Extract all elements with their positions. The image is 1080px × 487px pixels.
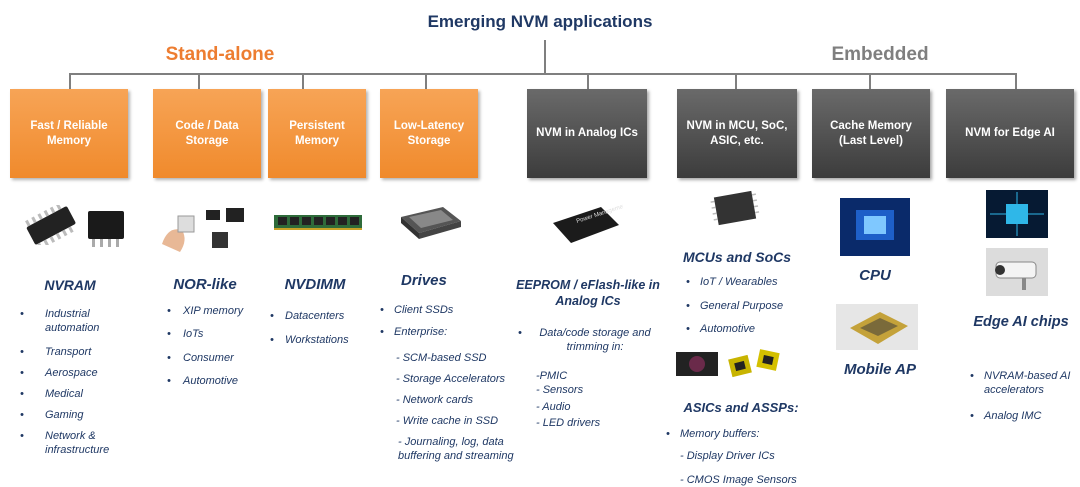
list-item: Data/code storage and trimming in: (539, 327, 651, 353)
cpu-chip-image (840, 198, 910, 256)
dimm-module-image (272, 209, 364, 233)
hand-chips-image (158, 200, 250, 258)
security-camera-image (986, 248, 1048, 296)
connector-trunk (544, 40, 546, 74)
qfp-chip-image (698, 188, 772, 228)
box-nvm-analog-ics: NVM in Analog ICs (527, 89, 647, 178)
list-item: Workstations (285, 334, 349, 346)
category-nvram: NVRAM (44, 277, 96, 293)
category-mcus-socs: MCUs and SoCs (682, 249, 792, 265)
list-item: Memory buffers: (680, 428, 760, 440)
connector-drop (198, 73, 200, 89)
list-item: - Display Driver ICs (680, 450, 775, 462)
image-sensor-image (674, 348, 720, 378)
list-item: NVRAM-based AI accelerators (984, 370, 1071, 396)
category-eeprom: EEPROM / eFlash-like in Analog ICs (516, 278, 660, 308)
connector-drop (69, 73, 71, 89)
category-edge-ai: Edge AI chips (973, 314, 1069, 330)
list-item: - SCM-based SSD (396, 352, 487, 364)
list-item: Analog IMC (984, 410, 1042, 422)
category-asics-assps: ASICs and ASSPs: (683, 400, 799, 415)
list-item: - Journaling, log, data buffering and st… (398, 436, 514, 462)
list-item: - Write cache in SSD (396, 415, 499, 427)
connector-drop (869, 73, 871, 89)
list-item: - CMOS Image Sensors (680, 474, 797, 486)
list-item: Industrial automation (45, 308, 100, 334)
list-item: IoTs (183, 328, 204, 340)
ai-chip-image (986, 190, 1048, 238)
list-item: Transport (45, 346, 92, 358)
diagram-title: Emerging NVM applications (427, 12, 653, 31)
embedded-heading: Embedded (831, 44, 929, 65)
list-item: Gaming (45, 409, 84, 421)
category-cpu: CPU (859, 267, 891, 284)
connector-horizontal (69, 73, 1016, 75)
list-item: IoT / Wearables (700, 276, 778, 288)
list-item: Consumer (183, 352, 234, 364)
list-item: Automotive (183, 375, 239, 387)
list-item: Client SSDs (394, 304, 454, 316)
list-item: Medical (45, 388, 83, 400)
connector-drop (587, 73, 589, 89)
list-item: - Sensors (536, 384, 584, 396)
pmic-chip-image: Power Management (547, 201, 629, 247)
box-persistent-memory: Persistent Memory (268, 89, 366, 178)
category-nor-like: NOR-like (173, 276, 237, 293)
list-item: Network & infrastructure (45, 430, 110, 456)
list-item: - Network cards (396, 394, 474, 406)
list-item: General Purpose (700, 300, 784, 312)
list-item: Automotive (700, 323, 756, 335)
list-item: - LED drivers (536, 417, 601, 429)
mobile-ap-image (836, 304, 918, 350)
category-mobile-ap: Mobile AP (844, 361, 916, 378)
asic-chips-image (726, 347, 784, 379)
box-code-data-storage: Code / Data Storage (153, 89, 261, 178)
connector-drop (1015, 73, 1017, 89)
dip-chip-image (82, 205, 130, 249)
category-nvdimm: NVDIMM (284, 276, 346, 293)
connector-drop (735, 73, 737, 89)
list-item: -PMIC (536, 370, 568, 382)
list-item: Aerospace (45, 367, 98, 379)
list-item: XIP memory (183, 305, 244, 317)
box-nvm-edge-ai: NVM for Edge AI (946, 89, 1074, 178)
connector-drop (302, 73, 304, 89)
list-item: - Audio (536, 401, 571, 413)
list-item: Enterprise: (394, 326, 448, 338)
list-item: - Storage Accelerators (396, 373, 506, 385)
box-cache-memory: Cache Memory (Last Level) (812, 89, 930, 178)
box-low-latency-storage: Low-Latency Storage (380, 89, 478, 178)
standalone-heading: Stand-alone (165, 44, 275, 65)
category-drives: Drives (401, 272, 447, 289)
soic-chip-image (22, 203, 82, 250)
ssd-drive-image (393, 203, 465, 243)
list-item: Datacenters (285, 310, 345, 322)
box-nvm-mcu-soc: NVM in MCU, SoC, ASIC, etc. (677, 89, 797, 178)
connector-drop (425, 73, 427, 89)
box-fast-reliable-memory: Fast / Reliable Memory (10, 89, 128, 178)
